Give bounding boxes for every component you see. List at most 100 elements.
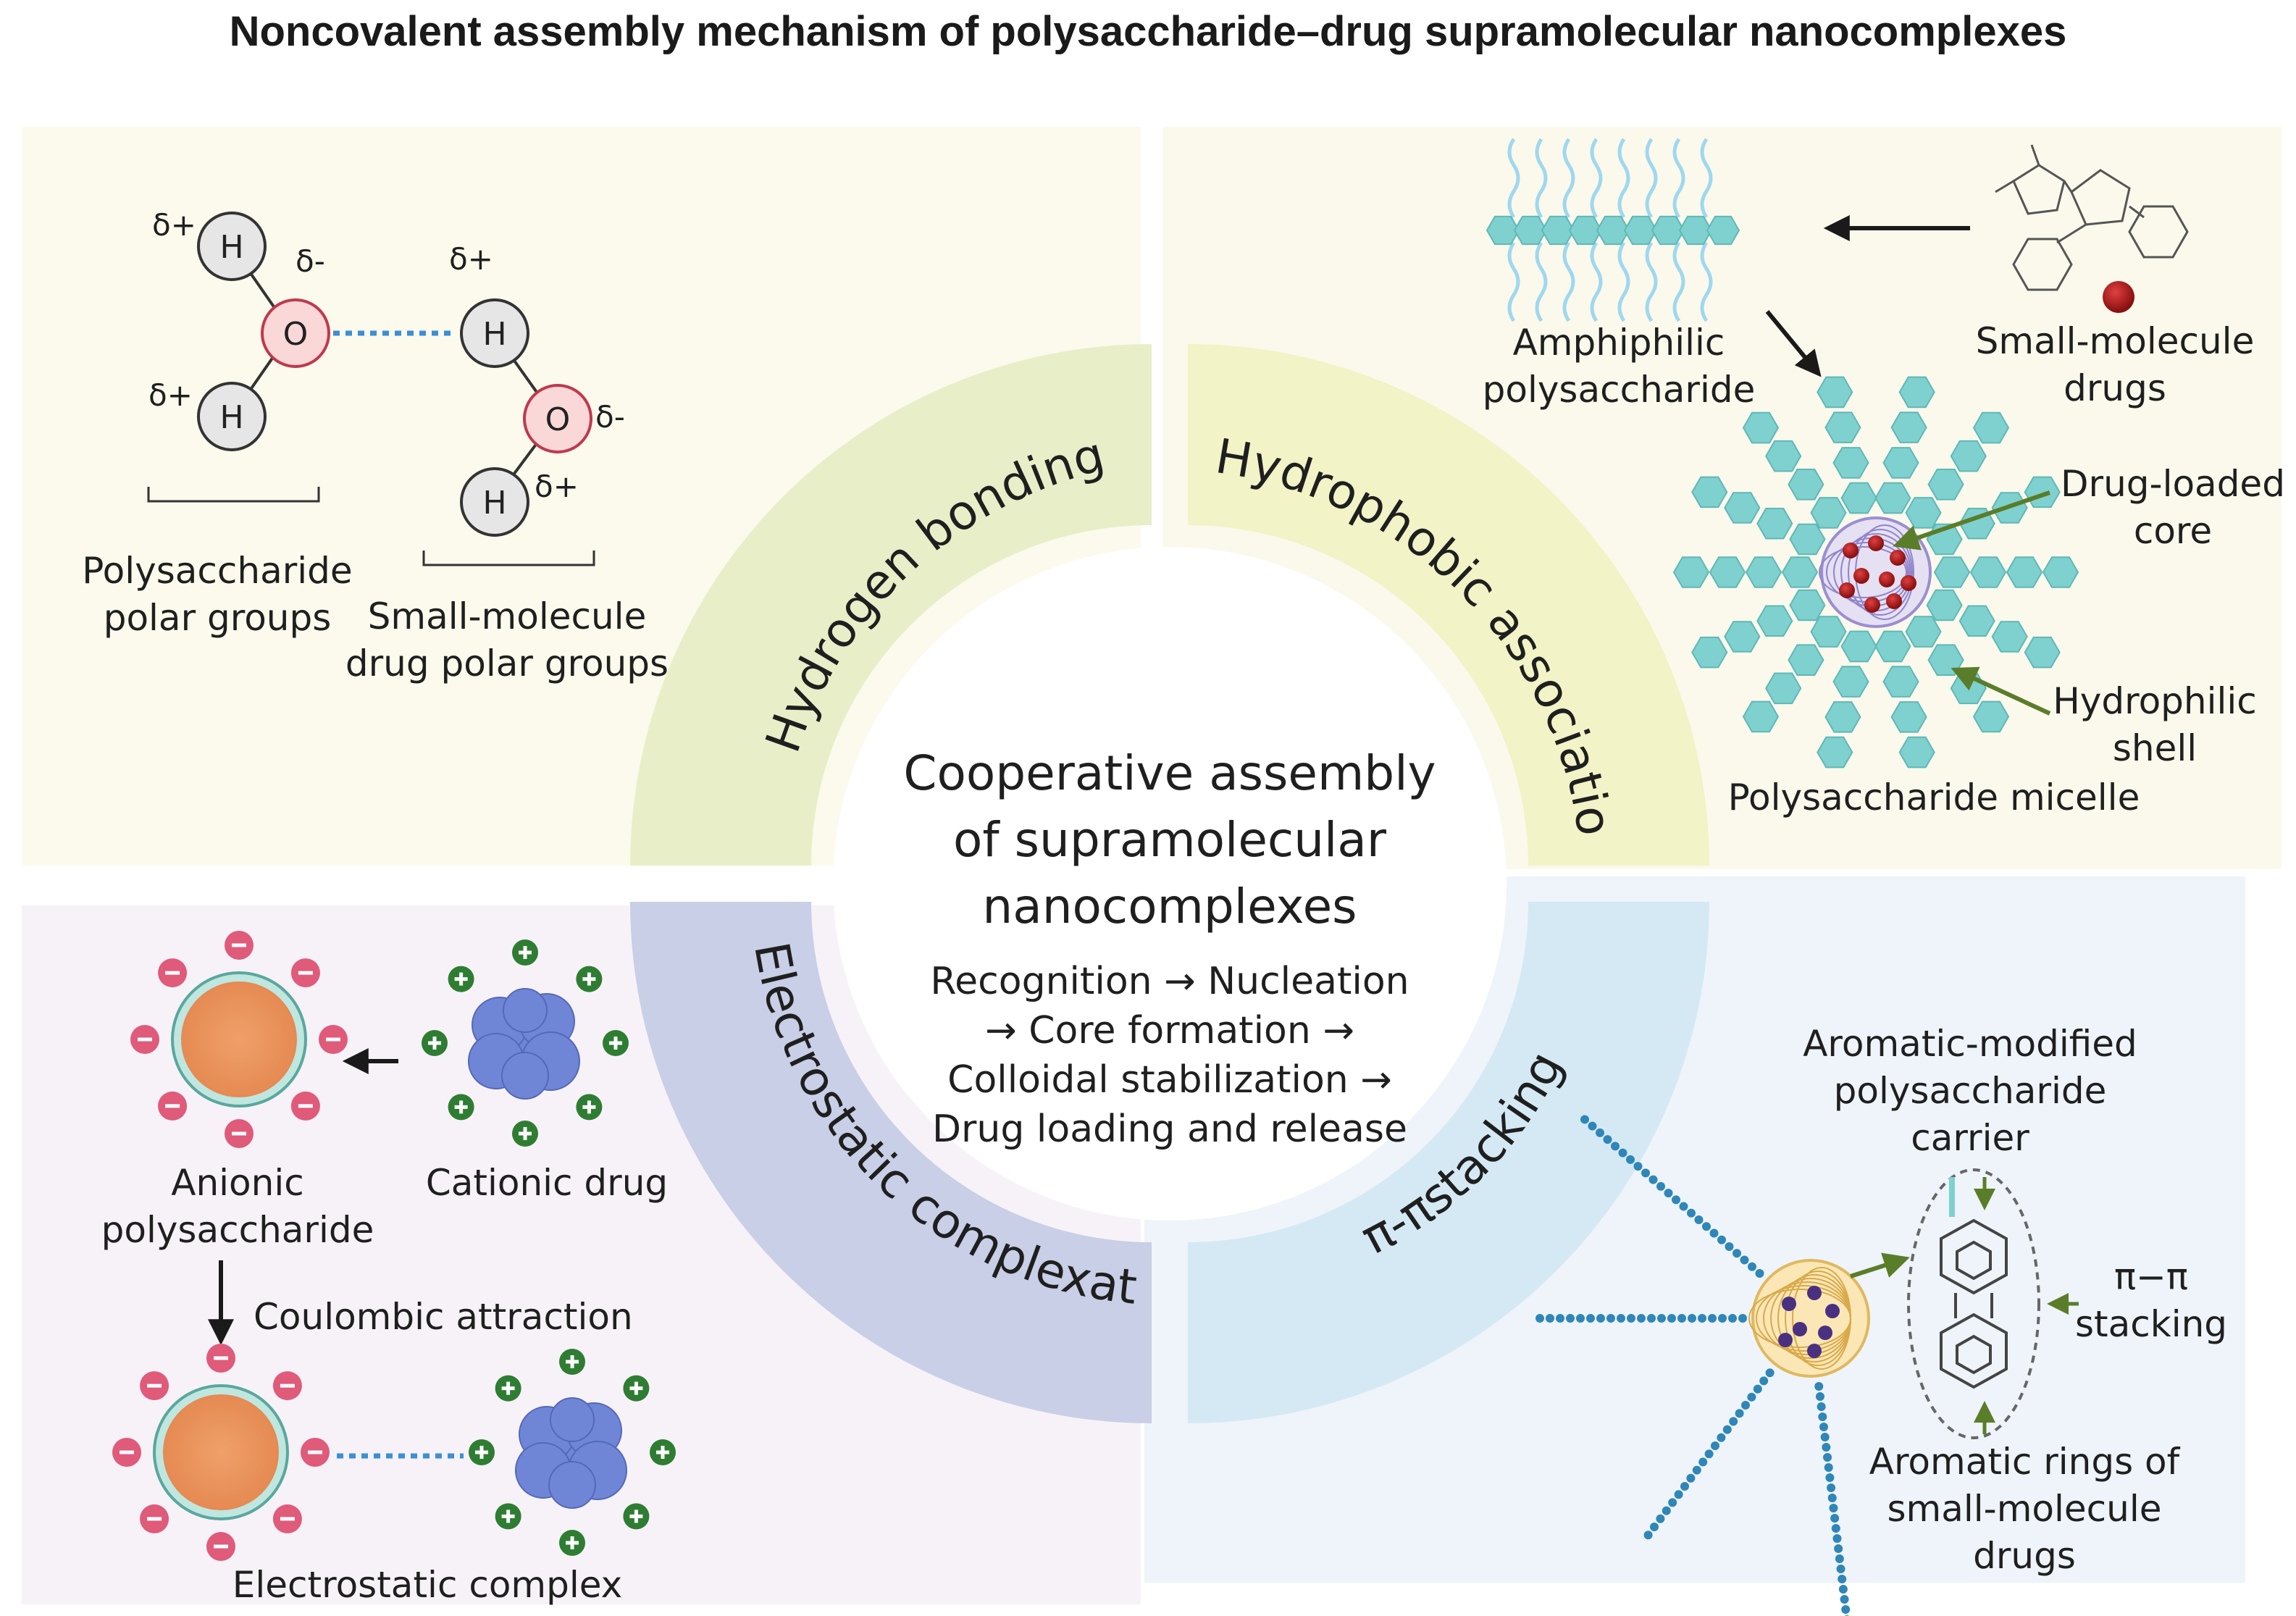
chain-bead [1733, 1249, 1741, 1258]
chain-bead [1698, 1457, 1708, 1467]
chain-bead [1637, 1314, 1646, 1323]
chain-bead [1818, 1412, 1827, 1421]
label-anionic: Anionic [171, 1162, 303, 1204]
chain-bead [1686, 1473, 1696, 1483]
hydrophobic-tail [1700, 241, 1713, 322]
chain-bead [1755, 1268, 1764, 1278]
sugar-unit [1950, 440, 1987, 472]
chain-bead [1576, 1314, 1585, 1323]
chain-bead [1729, 1417, 1738, 1426]
chain-bead [1708, 1314, 1717, 1323]
atom-label: H [219, 229, 243, 266]
center-heading-line-2: of supramolecular [953, 812, 1387, 868]
chain-bead [1704, 1449, 1714, 1459]
sugar-unit [1933, 556, 1971, 588]
chain-bead [1680, 1482, 1689, 1491]
drug-molecule [1825, 1304, 1840, 1318]
label-stacking: stacking [2075, 1303, 2227, 1345]
drug-blob [503, 988, 548, 1033]
drug-blob [550, 1397, 595, 1442]
sugar-unit [1709, 556, 1746, 588]
chain-bead [1827, 1494, 1837, 1502]
drug-molecule [1839, 582, 1855, 598]
sugar-unit [1789, 523, 1826, 556]
chain-bead [1838, 1585, 1848, 1594]
chain-bead [1656, 1514, 1665, 1523]
atom-label: H [482, 485, 506, 522]
label-aromatic-rings-3: drugs [1973, 1535, 2076, 1577]
hydrogen-atom [460, 467, 529, 537]
sugar-unit [1890, 411, 1927, 443]
sugar-unit [1678, 215, 1713, 246]
chain-bead [1556, 1314, 1564, 1323]
center-step-4: Drug loading and release [932, 1108, 1407, 1151]
nanocomplex-core [1748, 1259, 1870, 1378]
partial-charge-plus: δ+ [449, 241, 493, 277]
particle-core [163, 1394, 279, 1510]
sugar-unit [1781, 556, 1819, 588]
label-small-molecule-drugs: Small-molecule [1976, 320, 2255, 362]
sugar-unit [1972, 700, 2010, 733]
sugar-unit [1969, 556, 2007, 588]
center-heading-line-1: Cooperative assembly [903, 745, 1436, 801]
sugar-unit [1691, 476, 1728, 508]
sugar-unit [1927, 469, 1964, 501]
chain-bead [1718, 1314, 1727, 1323]
chain-bead [1535, 1314, 1544, 1323]
oxygen-atom [523, 384, 592, 453]
chain-bead [1698, 1314, 1706, 1323]
sugar-unit [1905, 497, 1942, 529]
label-electrostatic-complex: Electrostatic complex [232, 1564, 622, 1606]
sugar-unit [1742, 411, 1780, 444]
label-drug-polar-2: drug polar groups [345, 642, 669, 685]
sugar-unit [1898, 736, 1935, 769]
chain-bead [1641, 1168, 1650, 1178]
drug-molecule [1843, 543, 1859, 558]
atom-label: O [545, 401, 571, 438]
drug-molecule [1890, 550, 1906, 566]
sugar-unit [1691, 636, 1728, 669]
center-heading-line-3: nanocomplexes [982, 879, 1357, 934]
label-aromatic-carrier-3: carrier [1911, 1117, 2029, 1159]
label-hydrophilic-shell-2: shell [2113, 727, 2197, 769]
chain-bead [1626, 1155, 1635, 1164]
hydrophobic-tail [1672, 138, 1685, 219]
sugar-unit [1788, 644, 1824, 676]
hydrophobic-tail [1507, 138, 1520, 219]
chain-bead [1618, 1148, 1627, 1157]
drug-particle [2103, 281, 2134, 313]
hydrophobic-tail [1562, 241, 1575, 322]
chain-bead [1709, 1228, 1719, 1238]
chain-bead [1668, 1498, 1677, 1507]
drug-molecule [1864, 597, 1880, 613]
core-polymer-loop [1792, 1267, 1851, 1370]
chain-bead [1580, 1115, 1589, 1124]
drug-molecule [1793, 1322, 1807, 1336]
drug-molecule [1778, 1333, 1793, 1347]
sugar-unit [1745, 556, 1782, 588]
sugar-unit [1840, 482, 1877, 514]
chain-bead [1725, 1242, 1734, 1251]
chain-bead [1819, 1423, 1828, 1431]
atom-label: O [283, 316, 309, 353]
center-step-3: Colloidal stabilization → [947, 1058, 1392, 1102]
electrostatic-illustration: Anionic polysaccharide Cationic drug Cou… [101, 931, 676, 1606]
chain-bead [1840, 1595, 1849, 1604]
chain-bead [1722, 1425, 1732, 1434]
atom-label: H [219, 399, 243, 436]
chain-bead [1650, 1523, 1659, 1531]
hydrophobic-illustration: Amphiphilic polysaccharide Small-molecul… [1483, 138, 2285, 819]
chain-bead [1832, 1534, 1842, 1543]
pi-stacking-illustration: Aromatic-modified polysaccharide carrier… [1535, 1023, 2227, 1616]
hydrophobic-tail [1672, 241, 1685, 322]
center-step-1: Recognition → Nucleation [930, 960, 1409, 1003]
chain-bead [1817, 1402, 1826, 1411]
chain-bead [1656, 1181, 1665, 1191]
hydrophobic-tail [1590, 138, 1603, 219]
oxygen-atom [261, 298, 330, 368]
sugar-unit [2042, 556, 2079, 588]
sugar-unit [1882, 447, 1919, 479]
sugar-unit [1541, 215, 1575, 246]
chain-bead [1606, 1314, 1615, 1323]
